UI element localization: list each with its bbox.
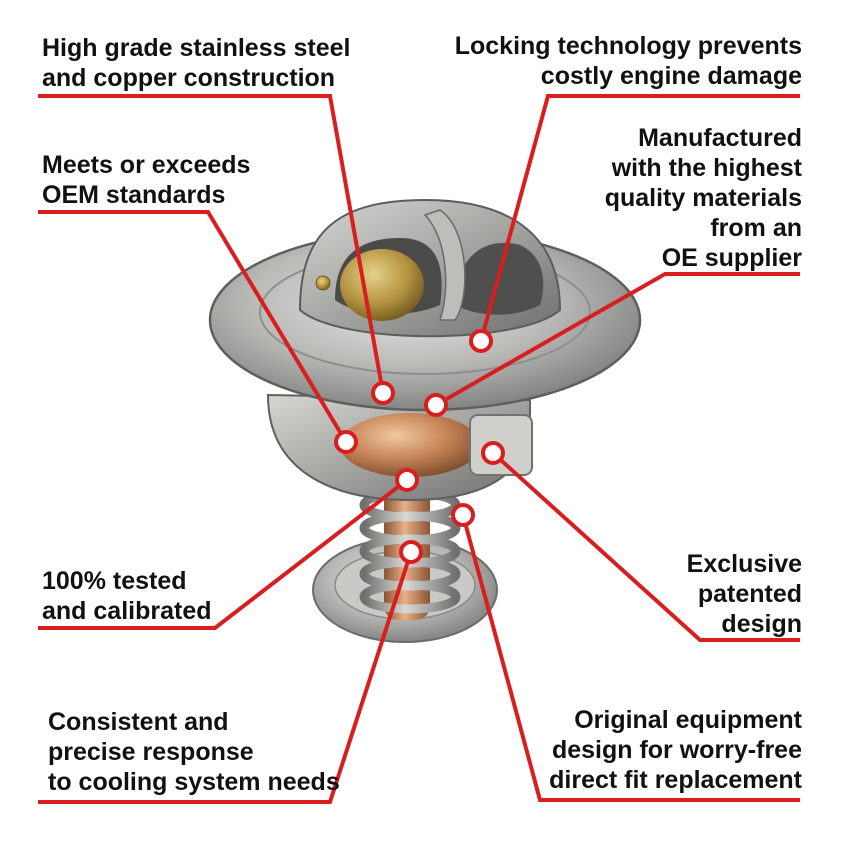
callout-dots [334,329,505,564]
original-leader [461,514,800,802]
label-oem: Meets or exceeds OEM standards [42,150,250,210]
label-line: Meets or exceeds [42,151,251,179]
copper-pellet [340,413,480,477]
label-exclusive: Exclusive patented design [687,549,802,639]
label-line: costly engine damage [540,62,802,90]
label-line: direct fit replacement [549,766,802,794]
label-stainless: High grade stainless steel and copper co… [42,33,350,93]
exclusive-leader [491,451,800,642]
label-locking: Locking technology prevents costly engin… [455,31,802,91]
consistent-leader [38,551,413,804]
dome-strap [423,209,466,321]
stainless-dot [371,381,395,405]
manufactured-dot [424,393,448,417]
exclusive-dot [481,441,505,465]
label-line: patented [697,580,802,608]
locking-leader [479,94,800,342]
callout-lines [38,94,800,804]
label-line: precise response [48,738,254,766]
label-line: OE supplier [661,244,802,272]
tested-leader [38,478,409,630]
label-tested: 100% tested and calibrated [42,566,212,626]
jiggle-pin [315,275,331,291]
label-line: Exclusive [686,550,802,578]
label-line: Consistent and [48,708,229,736]
label-line: and calibrated [42,597,212,625]
label-line: OEM standards [42,181,226,209]
label-line: to cooling system needs [48,768,340,796]
label-line: design for worry-free [551,736,802,764]
label-line: 100% tested [42,567,187,595]
original-dot [451,503,475,527]
label-line: and copper construction [42,64,336,92]
label-manufactured: Manufactured with the highest quality ma… [605,123,802,273]
label-line: Original equipment [574,706,802,734]
oem-dot [334,430,358,454]
label-line: Manufactured [638,124,802,152]
label-line: with the highest [611,154,802,182]
label-line: High grade stainless steel [42,34,351,62]
label-consistent: Consistent and precise response to cooli… [48,707,340,797]
tested-dot [395,468,419,492]
label-line: from an [710,214,802,242]
stainless-leader [38,94,385,394]
manufactured-leader [435,272,800,407]
label-line: quality materials [604,184,802,212]
consistent-dot [399,540,423,564]
label-line: Locking technology prevents [454,32,802,60]
oem-leader [38,210,348,444]
label-line: design [721,610,802,638]
brass-valve [340,249,424,321]
locking-dot [469,329,493,353]
label-original: Original equipment design for worry-free… [549,705,802,795]
